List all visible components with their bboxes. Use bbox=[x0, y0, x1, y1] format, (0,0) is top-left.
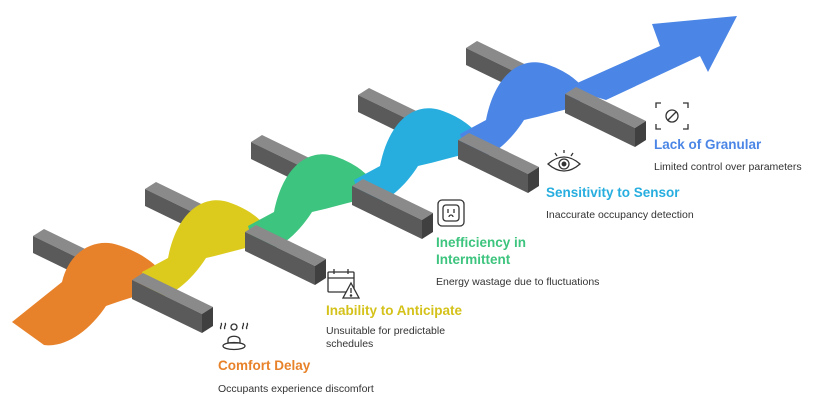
step-title: Inability to Anticipate bbox=[326, 303, 463, 318]
step-title: Comfort Delay bbox=[218, 358, 311, 373]
step-title: Inefficiency in Intermittent bbox=[436, 235, 527, 267]
ribbon-segment-comfort-delay bbox=[12, 242, 158, 346]
step-description: Energy wastage due to fluctuations bbox=[436, 276, 600, 288]
step-lack-of-granular: Lack of Granular Limited control over pa… bbox=[654, 100, 816, 174]
arrow-head bbox=[566, 16, 737, 100]
step-description: Unsuitable for predictable schedules bbox=[326, 325, 446, 350]
step-title: Lack of Granular bbox=[654, 137, 762, 152]
step-description: Occupants experience discomfort bbox=[218, 383, 374, 395]
eye-sensor-icon bbox=[546, 148, 582, 180]
front-block-5 bbox=[565, 87, 646, 147]
front-block-1 bbox=[132, 273, 213, 333]
power-outlet-icon bbox=[436, 198, 472, 230]
prohibited-focus-icon bbox=[654, 100, 690, 132]
calendar-warning-icon bbox=[326, 268, 362, 300]
step-title: Sensitivity to Sensor bbox=[546, 185, 680, 200]
step-inefficiency-in-intermittent: Inefficiency in Intermittent Energy wast… bbox=[436, 198, 636, 289]
front-block-2 bbox=[245, 225, 326, 285]
front-block-3 bbox=[352, 179, 433, 239]
step-inability-to-anticipate: Inability to Anticipate Unsuitable for p… bbox=[326, 268, 496, 351]
people-heat-icon bbox=[218, 320, 254, 352]
ribbon-segment-lack-granular bbox=[460, 62, 580, 161]
ribbon-segment-inability bbox=[142, 200, 262, 299]
step-description: Limited control over parameters bbox=[654, 161, 802, 173]
ribbon bbox=[12, 16, 737, 346]
ribbon-segment-sensitivity bbox=[354, 108, 474, 207]
step-comfort-delay: Comfort Delay Occupants experience disco… bbox=[218, 320, 418, 396]
step-description: Inaccurate occupancy detection bbox=[546, 209, 694, 221]
step-sensitivity-to-sensor: Sensitivity to Sensor Inaccurate occupan… bbox=[546, 148, 736, 222]
front-block-4 bbox=[458, 133, 539, 193]
ribbon-segment-inefficiency bbox=[248, 154, 368, 253]
front-blocks bbox=[132, 87, 646, 333]
